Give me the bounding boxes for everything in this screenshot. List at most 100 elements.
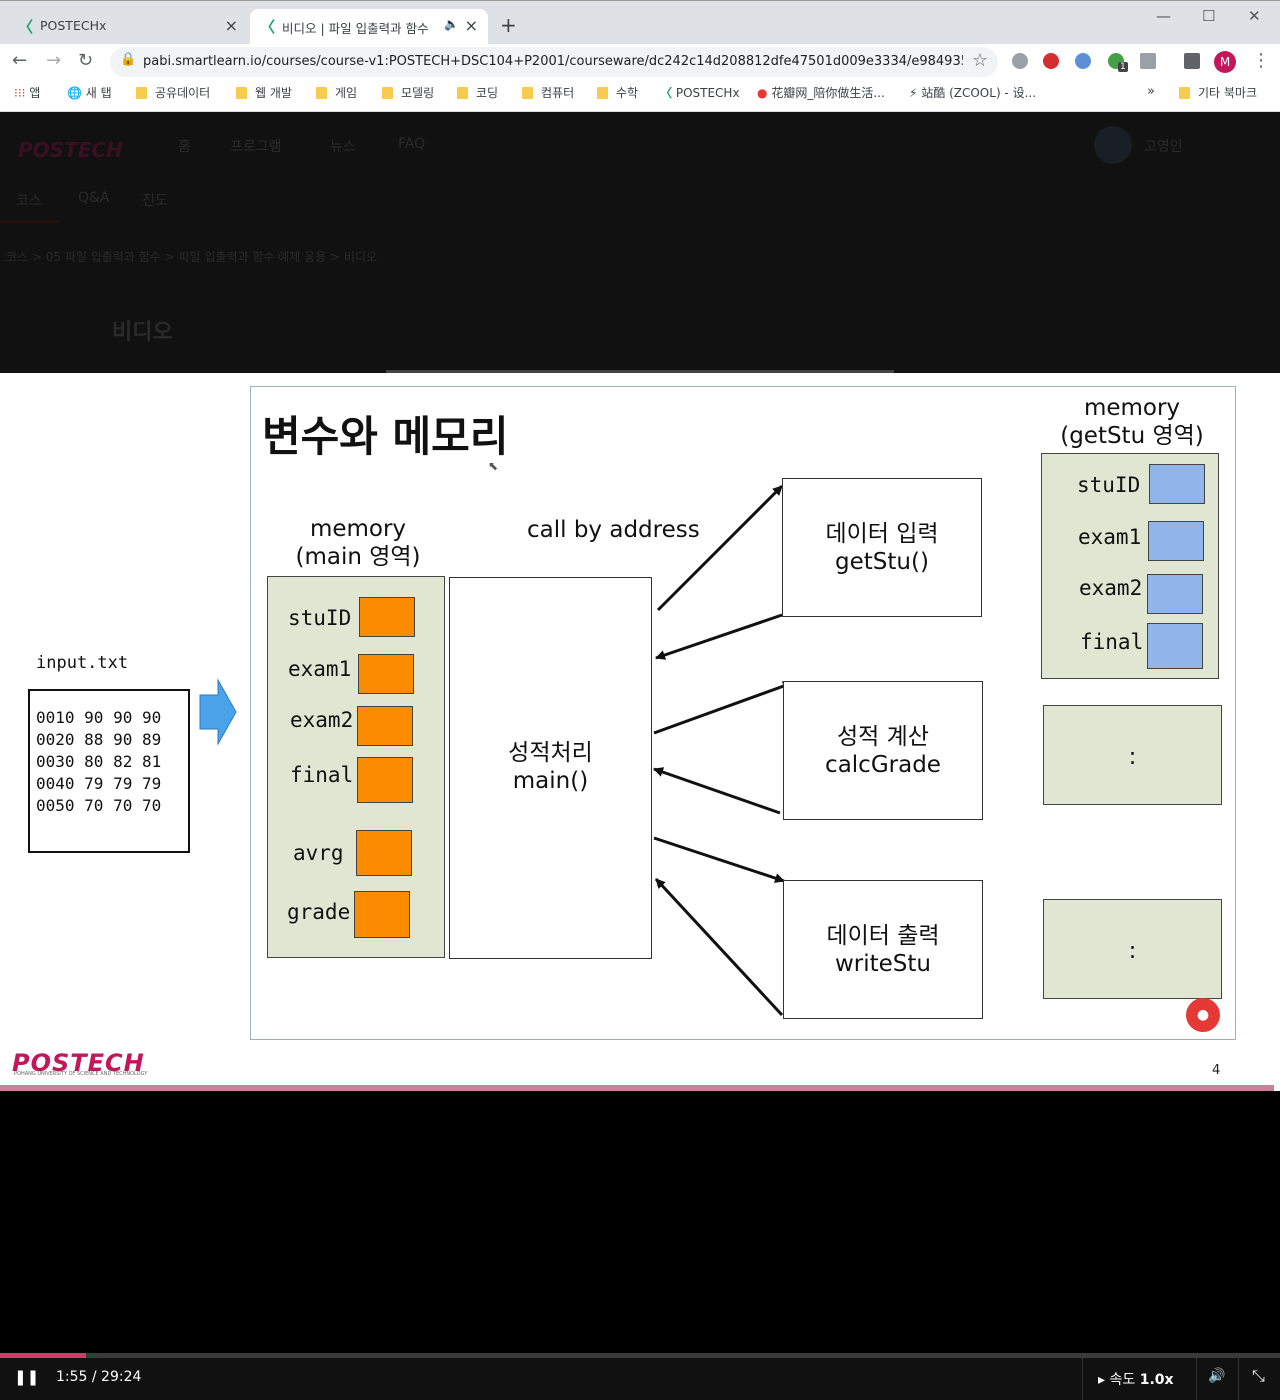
divider <box>1238 1358 1239 1400</box>
extension-icon[interactable] <box>1075 53 1091 69</box>
bookmark-newtab[interactable]: 🌐 새 탭 <box>67 86 112 100</box>
memory-cell <box>1149 464 1205 504</box>
getstu-label: 데이터 입력 getStu() <box>825 521 939 575</box>
tab-postechx[interactable]: 〈 POSTECHx × <box>8 9 248 45</box>
calcgrade-label: 성적 계산 calcGrade <box>825 724 941 778</box>
postech-favicon-icon: 〈 <box>260 18 276 36</box>
exit-fullscreen-icon[interactable]: ⤡ <box>1252 1366 1265 1385</box>
var-name: exam2 <box>290 708 354 732</box>
new-tab-button[interactable]: + <box>500 13 517 37</box>
subtab-qna[interactable]: Q&A <box>78 190 110 206</box>
nav-home[interactable]: 홈 <box>178 139 191 155</box>
tab-close-icon[interactable]: × <box>464 16 478 35</box>
arrow-main-to-writestu <box>653 836 785 883</box>
subtab-course[interactable]: 코스 <box>16 193 42 209</box>
speaker-icon[interactable]: 🔈 <box>444 17 459 31</box>
slide-page-number: 4 <box>1212 1063 1221 1078</box>
progress-fill <box>0 1353 86 1358</box>
var-name: stuID <box>288 606 352 630</box>
record-icon[interactable]: ● <box>1186 998 1220 1032</box>
bookmarks-bar: ⁝⁝⁝ 앱 🌐 새 탭 공유데이터 웹 개발 게임 모델링 코딩 컴퓨터 수학 … <box>0 78 1280 112</box>
bookmark-folder[interactable]: 게임 <box>316 84 357 101</box>
bookmark-star-icon[interactable]: ☆ <box>971 50 988 71</box>
huaban-icon: ● <box>757 86 768 100</box>
bookmark-folder[interactable]: 컴퓨터 <box>522 84 574 101</box>
arrow-calcgrade-to-main <box>653 767 781 815</box>
extension-icon[interactable] <box>1012 53 1028 69</box>
active-tab-indicator <box>0 220 58 223</box>
input-row: 0040 79 79 79 <box>36 774 162 793</box>
extension-icon[interactable] <box>1043 53 1059 69</box>
var-name: grade <box>287 900 351 924</box>
back-icon[interactable]: ← <box>12 50 28 71</box>
minimize-button[interactable]: — <box>1156 7 1171 25</box>
input-arrow-icon <box>199 678 237 746</box>
memory-cell <box>1148 521 1204 561</box>
var-name: exam1 <box>288 657 352 681</box>
bookmark-folder[interactable]: 코딩 <box>457 84 498 101</box>
nav-program[interactable]: 프로그램 <box>230 139 282 155</box>
reading-list-icon[interactable] <box>1140 53 1156 69</box>
memory-panel-placeholder <box>1043 899 1222 999</box>
nav-news[interactable]: 뉴스 <box>330 139 356 155</box>
main-function-label: 성적처리 main() <box>508 740 593 794</box>
maximize-button[interactable]: ☐ <box>1202 7 1216 25</box>
time-display: 1:55 / 29:24 <box>56 1369 142 1385</box>
memory-cell <box>357 757 413 803</box>
video-top-edge <box>386 370 894 373</box>
call-by-address-label: call by address <box>527 517 700 543</box>
calcgrade-function-box <box>783 681 983 820</box>
folder-icon <box>1179 87 1190 99</box>
bookmark-apps[interactable]: ⁝⁝⁝ 앱 <box>14 86 41 100</box>
memory-cell <box>356 830 412 876</box>
user-avatar[interactable] <box>1094 126 1132 164</box>
user-name[interactable]: 고영인 <box>1144 139 1183 155</box>
reload-icon[interactable]: ↻ <box>78 50 94 71</box>
menu-icon[interactable]: ⋮ <box>1252 50 1270 71</box>
var-name: exam2 <box>1079 576 1143 600</box>
input-row: 0020 88 90 89 <box>36 730 162 749</box>
subtab-progress[interactable]: 진도 <box>142 193 168 209</box>
folder-icon <box>457 87 468 99</box>
site-logo[interactable]: POSTECH <box>18 138 123 162</box>
arrow-main-to-getstu <box>656 484 784 612</box>
memory-cell <box>358 654 414 694</box>
slide-footer-bar <box>0 1085 1274 1091</box>
memory-cell <box>359 597 415 637</box>
pause-icon[interactable]: ❚❚ <box>14 1368 40 1386</box>
folder-icon <box>522 87 533 99</box>
triangle-right-icon: ▸ <box>1098 1372 1106 1388</box>
globe-icon: 🌐 <box>67 86 82 100</box>
bookmarks-overflow[interactable]: » <box>1147 84 1155 99</box>
profile-avatar[interactable]: M <box>1214 51 1236 73</box>
speed-button[interactable]: ▸ 속도 1.0x <box>1098 1372 1174 1388</box>
postech-favicon-icon: 〈 <box>18 18 34 36</box>
bookmark-folder[interactable]: 수학 <box>597 84 638 101</box>
arrow-writestu-to-main <box>654 877 784 1017</box>
mouse-cursor-icon: ⬉ <box>488 459 499 473</box>
window-close-button[interactable]: ✕ <box>1248 7 1261 25</box>
bookmark-zcool[interactable]: ⚡ 站酷 (ZCOOL) - 设... <box>909 86 1037 100</box>
slide-title: 변수와 메모리 <box>262 412 509 461</box>
memory-cell <box>357 706 413 746</box>
bookmark-folder[interactable]: 공유데이터 <box>136 84 210 101</box>
memory-cell <box>354 891 410 938</box>
bookmark-other[interactable]: 기타 북마크 <box>1179 84 1257 101</box>
forward-icon[interactable]: → <box>46 50 62 71</box>
slide-border <box>250 386 1236 1040</box>
apps-grid-icon: ⁝⁝⁝ <box>14 86 26 100</box>
tab-video[interactable]: 〈 비디오 | 파일 입출력과 함수 🔈 × <box>250 9 488 45</box>
progress-bar[interactable] <box>0 1353 1280 1358</box>
bookmark-folder[interactable]: 웹 개발 <box>236 84 292 101</box>
nav-faq[interactable]: FAQ <box>398 136 426 152</box>
folder-icon <box>236 87 247 99</box>
tab-close-icon[interactable]: × <box>224 16 238 35</box>
bookmark-folder[interactable]: 모델링 <box>382 84 434 101</box>
bookmark-huaban[interactable]: ● 花瓣网_陪你做生活... <box>757 86 885 100</box>
address-bar[interactable]: 🔒 pabi.smartlearn.io/courses/course-v1:P… <box>110 47 998 77</box>
memory-cell <box>1147 623 1203 669</box>
media-controls-icon[interactable] <box>1184 53 1200 69</box>
volume-icon[interactable]: 🔊 <box>1208 1368 1226 1384</box>
bookmark-postechx[interactable]: 〈 POSTECHx <box>660 86 740 100</box>
video-frame[interactable]: 변수와 메모리 ⬉ input.txt 0010 90 90 90 0020 8… <box>0 373 1280 1091</box>
